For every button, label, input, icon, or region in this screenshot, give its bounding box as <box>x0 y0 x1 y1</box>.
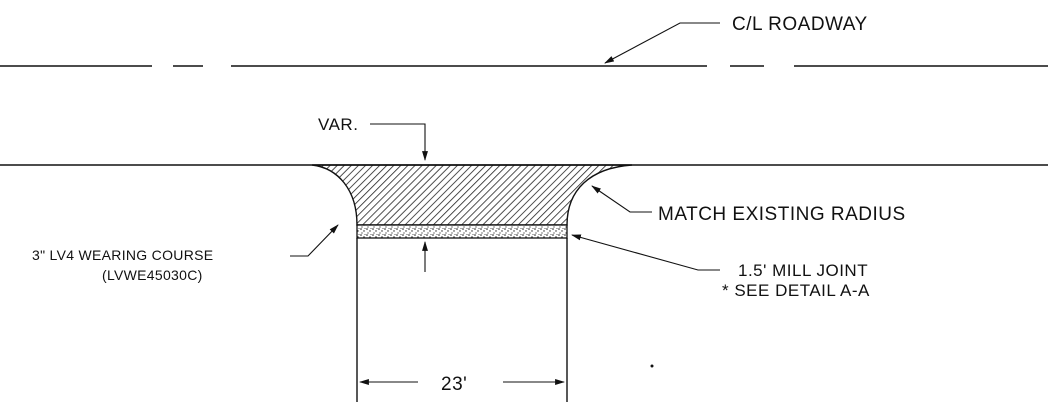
wearing-course-label-line1: 3" LV4 WEARING COURSE <box>32 247 213 263</box>
hatched-pavement-patch <box>311 164 633 226</box>
variable-label: VAR. <box>318 115 358 134</box>
side-road-edges <box>356 238 568 402</box>
mill-joint-label-line2: * SEE DETAIL A-A <box>722 281 870 300</box>
width-label: 23' <box>441 374 467 395</box>
stray-mark <box>650 364 654 368</box>
wearing-course-leader <box>290 224 339 257</box>
centerline-label: C/L ROADWAY <box>732 14 868 35</box>
wearing-course-label-line2: (LVWE45030C) <box>102 267 203 283</box>
mill-joint-leader <box>571 234 720 271</box>
radius-label: MATCH EXISTING RADIUS <box>658 204 906 225</box>
mill-joint-strip <box>356 224 568 239</box>
variable-depth-leader <box>370 123 428 272</box>
radius-leader <box>591 185 652 213</box>
centerline-leader <box>604 22 720 64</box>
mill-joint-label-line1: 1.5' MILL JOINT <box>738 261 868 280</box>
